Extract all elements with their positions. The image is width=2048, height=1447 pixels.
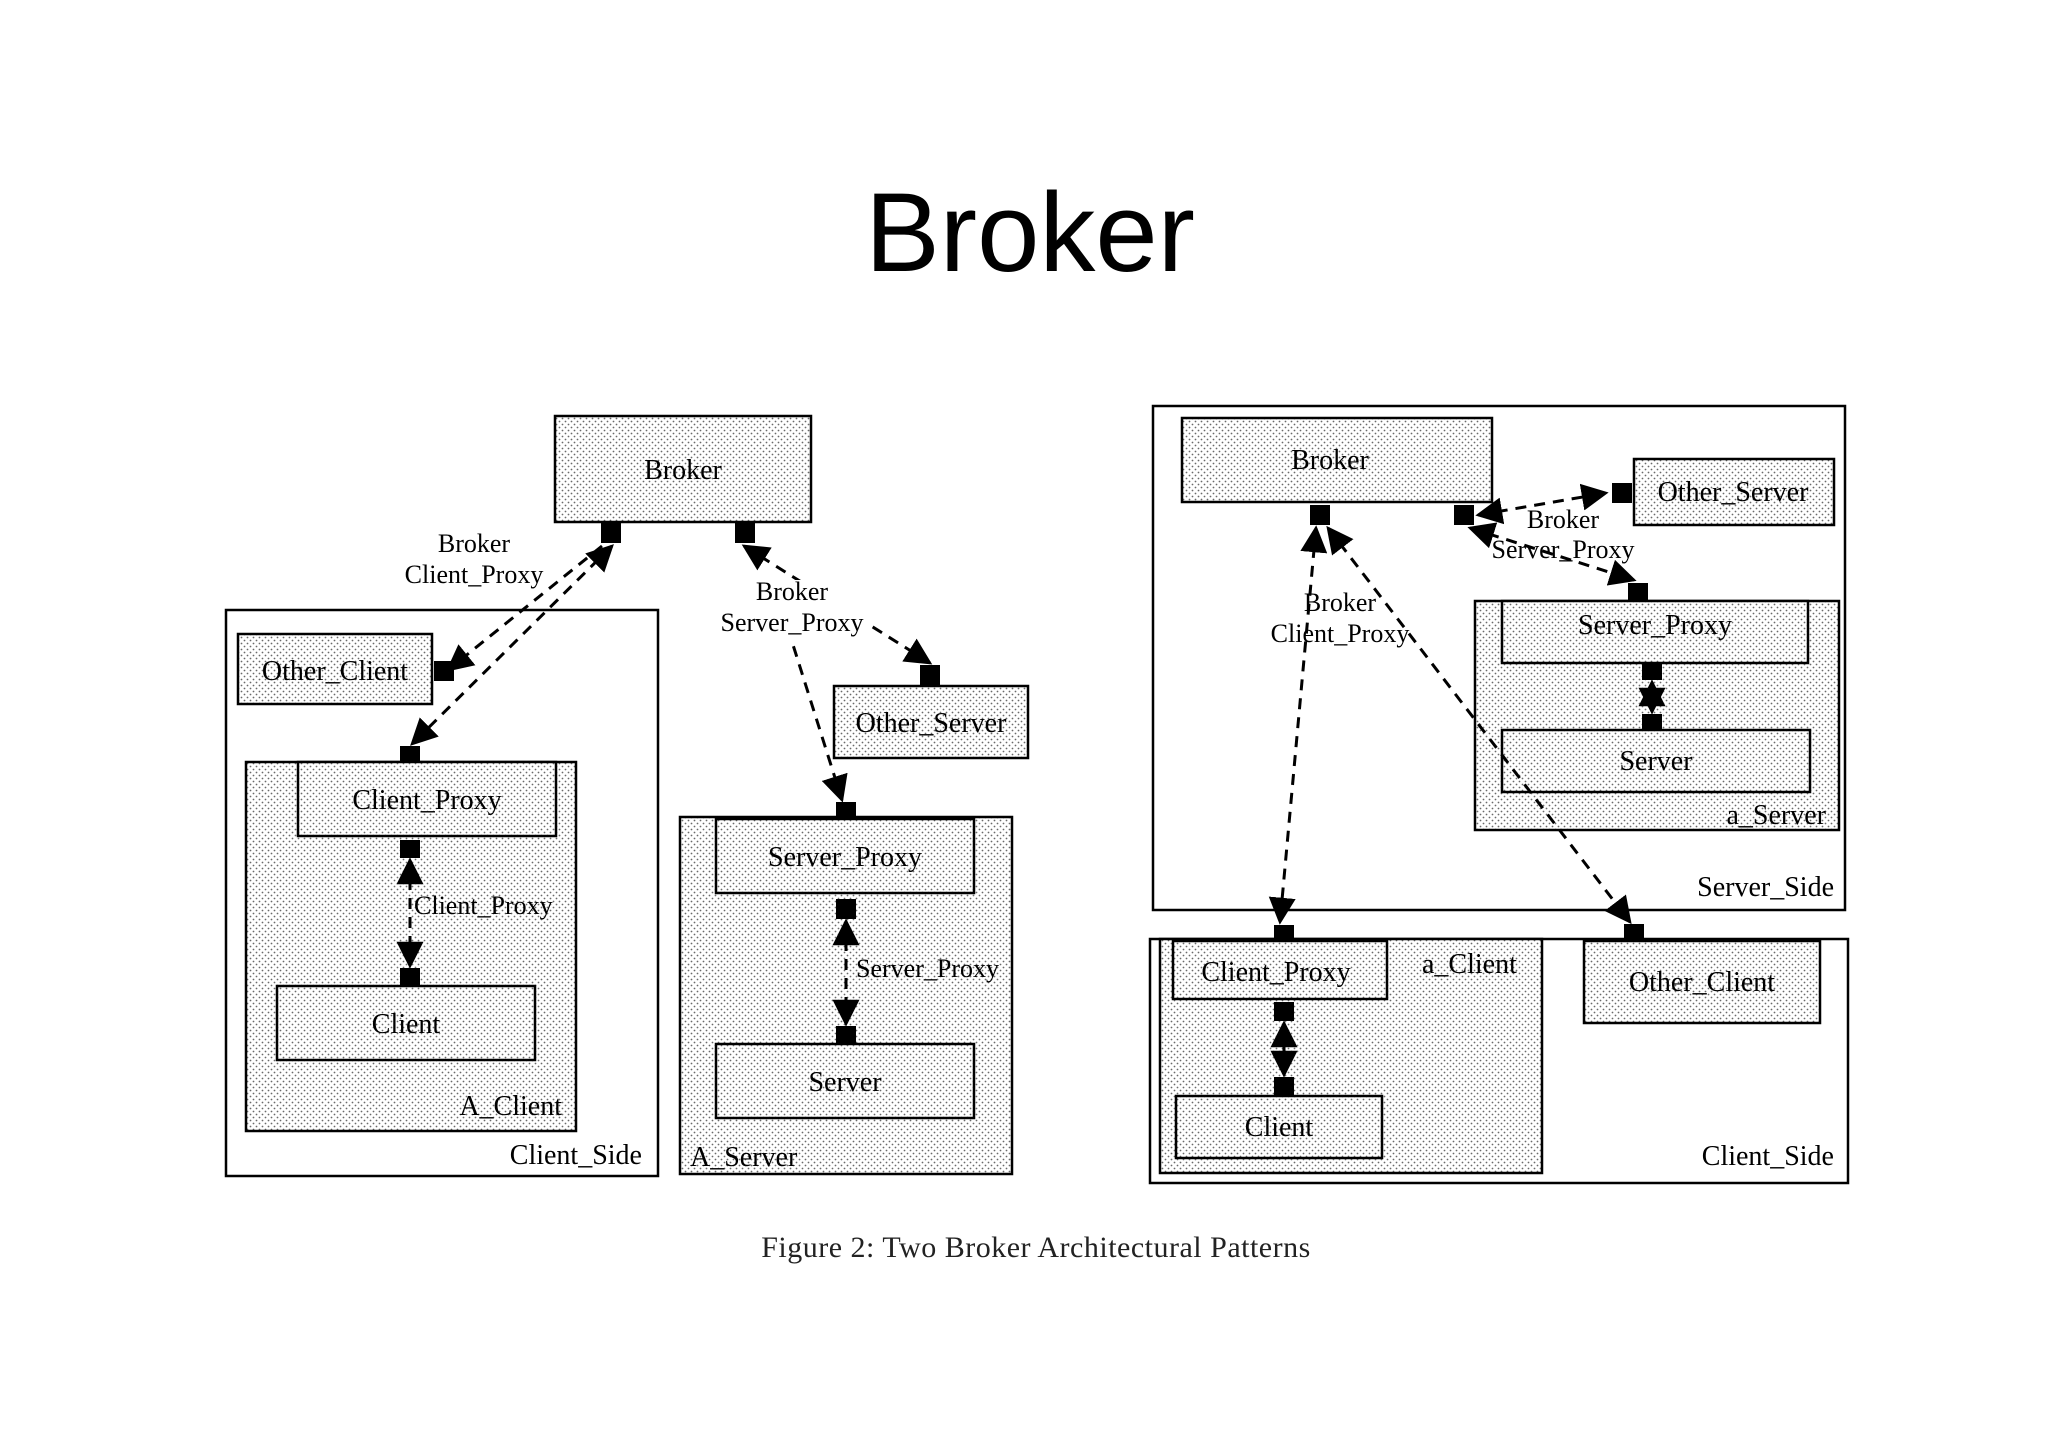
right-server-proxy-label: Server_Proxy [1578,610,1732,641]
right-broker-port-server [1454,505,1474,525]
right-client-link-label-2: Client_Proxy [1271,619,1410,648]
right-other-server-box [1632,457,1836,527]
left-server-port-top [836,1026,856,1044]
right-client-proxy-label: Client_Proxy [1201,957,1350,988]
left-client-side-label: Client_Side [510,1140,642,1171]
left-client-proxy-port-bottom [400,840,420,858]
right-broker-port-client [1310,505,1330,525]
right-link-broker-client-proxy [1268,525,1328,925]
right-client-label: Client [1245,1112,1314,1143]
right-client-port-top [1274,1077,1294,1096]
right-link-broker-other-client [1326,525,1632,925]
right-server-label: Server [1619,746,1693,777]
left-a-server-label: A_Server [690,1142,798,1173]
right-client-proxy-port-bottom [1274,1002,1294,1021]
right-broker-box [1180,416,1494,504]
left-client-proxy-box [296,760,558,838]
left-other-client-label: Other_Client [262,656,408,687]
right-server-link-label-1: Broker [1527,505,1600,534]
right-client-proxy-box [1171,939,1389,1001]
left-broker-port-server [735,523,755,543]
left-client-proxy-label: Client_Proxy [352,785,501,816]
left-server-box [714,1042,976,1120]
right-a-client-label: a_Client [1422,949,1517,980]
left-other-server-box [832,684,1030,760]
right-client-link-label-1: Broker [1304,588,1377,617]
right-diagram: Broker Other_Server Broker Server_Proxy … [1148,404,1850,1185]
left-broker-port-client [601,523,621,543]
left-server-label: Server [808,1067,882,1098]
left-server-proxy-box [714,817,976,895]
right-other-client-label: Other_Client [1629,967,1775,998]
right-client-box [1174,1094,1384,1160]
right-client-side-label: Client_Side [1702,1141,1834,1172]
left-client-link-label-2: Client_Proxy [405,560,544,589]
left-link-broker-client-proxy [410,544,614,746]
right-a-server-label: a_Server [1726,800,1826,831]
right-other-server-label: Other_Server [1658,477,1810,508]
left-client-port-top [400,968,420,986]
left-broker-box [553,414,813,524]
left-client-proxy-port-top [400,746,420,763]
right-link-broker-other-server [1475,483,1609,525]
right-server-link-label-2: Server_Proxy [1492,535,1635,564]
right-other-server-port [1612,483,1632,503]
left-other-server-port [920,665,940,685]
left-other-client-box [236,632,434,706]
right-server-proxy-port-top [1628,583,1648,601]
right-client-proxy-port-top [1274,925,1294,941]
right-broker-label: Broker [1291,445,1369,476]
left-link-broker-server-proxy [780,609,848,803]
slide-title: Broker [865,170,1195,295]
left-broker-label: Broker [644,455,722,486]
left-other-server-label: Other_Server [856,708,1008,739]
left-a-client-label: A_Client [459,1091,562,1122]
right-other-client-port [1624,924,1644,941]
left-diagram: Broker Broker Client_Proxy Broker Server… [224,414,1030,1178]
right-server-proxy-port-bottom [1642,664,1662,680]
left-server-link-label-2: Server_Proxy [721,608,864,637]
left-client-box [275,984,537,1062]
left-client-link-label-1: Broker [438,529,511,558]
figure-caption: Figure 2: Two Broker Architectural Patte… [761,1231,1311,1264]
left-server-proxy-label: Server_Proxy [768,842,922,873]
left-server-link-label-1: Broker [756,577,829,606]
left-client-label: Client [372,1009,441,1040]
left-client-proxy-link-label: Client_Proxy [414,891,553,920]
left-other-client-port [434,661,454,681]
left-server-link-label-bg [710,580,870,640]
left-server-proxy-port-bottom [836,899,856,919]
left-server-proxy-link-label: Server_Proxy [856,954,999,983]
right-server-side-label: Server_Side [1697,872,1834,903]
right-other-client-box [1582,939,1822,1025]
left-server-proxy-port-top [836,802,856,819]
right-server-port-top [1642,714,1662,730]
